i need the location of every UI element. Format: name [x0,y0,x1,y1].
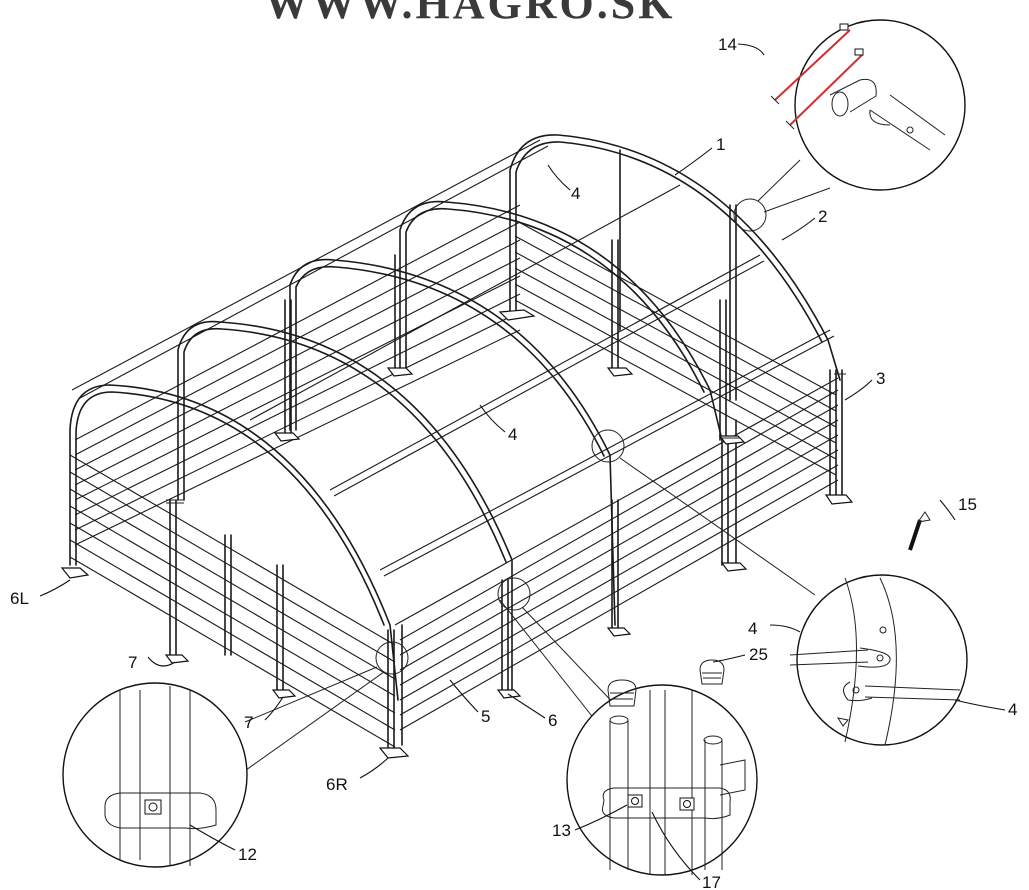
leader-17 [651,811,701,881]
arch-4 [399,200,723,441]
detail-marker-arch [591,429,625,463]
leader-4d [954,699,1006,711]
label-14: 14 [718,35,737,54]
leader-4a [547,164,571,191]
label-4d: 4 [1008,700,1017,719]
posts [169,149,843,751]
purlin-right-1 [379,329,831,571]
label-1: 1 [716,135,725,154]
base-plates [60,309,854,759]
arch-3 [289,258,616,626]
leader-6L [39,579,71,597]
back-end-rails [514,219,837,476]
watermark: WWW.HAGRO.SK [265,0,676,28]
leader-5 [449,679,479,713]
detail-marker-rail [375,641,409,675]
label-6R: 6R [326,775,348,794]
right-wall-rails [399,389,839,731]
part-labels: 1 2 3 4 4 4 4 5 6 6L 6R 7 7 12 13 14 15 … [10,35,1017,890]
label-5: 5 [481,707,490,726]
label-4b: 4 [508,425,517,444]
leader-25 [712,654,746,663]
label-6L: 6L [10,589,29,608]
detail-arch-junction [619,457,968,746]
label-3: 3 [876,369,885,388]
leader-15 [939,499,956,521]
left-wall-rails [74,204,521,546]
leader-6 [507,693,546,719]
purlin-ridge [329,254,761,491]
leader-1 [674,147,713,176]
arch-front [69,384,399,701]
leader-12 [189,824,236,851]
label-2: 2 [818,207,827,226]
label-25: 25 [749,645,768,664]
leader-13 [574,804,628,831]
purlin-left-top [71,139,541,391]
red-bolt-lower [789,54,863,126]
leader-7a [147,656,176,667]
label-7a: 7 [128,653,137,672]
leader-2 [781,217,816,241]
watermark-backdrop [270,0,670,22]
label-15: 15 [958,495,977,514]
purlin-mid-1 [249,184,681,421]
detail-marker-post [497,577,531,611]
label-7b: 7 [244,713,253,732]
leader-3 [844,379,873,401]
label-4c: 4 [748,619,757,638]
leader-7b [264,696,284,721]
detail-marker-roof [733,198,767,232]
label-12: 12 [238,845,257,864]
clamps [166,373,846,504]
leader-lines [39,43,1006,881]
label-13: 13 [552,821,571,840]
detail-bolt-connection [757,19,966,213]
detail-clamp-12 [62,666,385,868]
arch-2 [177,320,513,691]
leader-4b [479,404,506,433]
label-4a: 4 [571,184,580,203]
purlin-right-2 [394,377,839,626]
leader-4c [769,624,801,633]
frame-structure [60,134,854,759]
red-bolt-upper [774,29,851,101]
arch-back [509,134,841,381]
leader-6R [359,757,389,779]
label-6: 6 [548,711,557,730]
leader-14 [737,43,765,56]
detail-clamp-13-17 [499,599,758,876]
front-end-rails [69,454,396,748]
label-17: 17 [702,873,721,890]
